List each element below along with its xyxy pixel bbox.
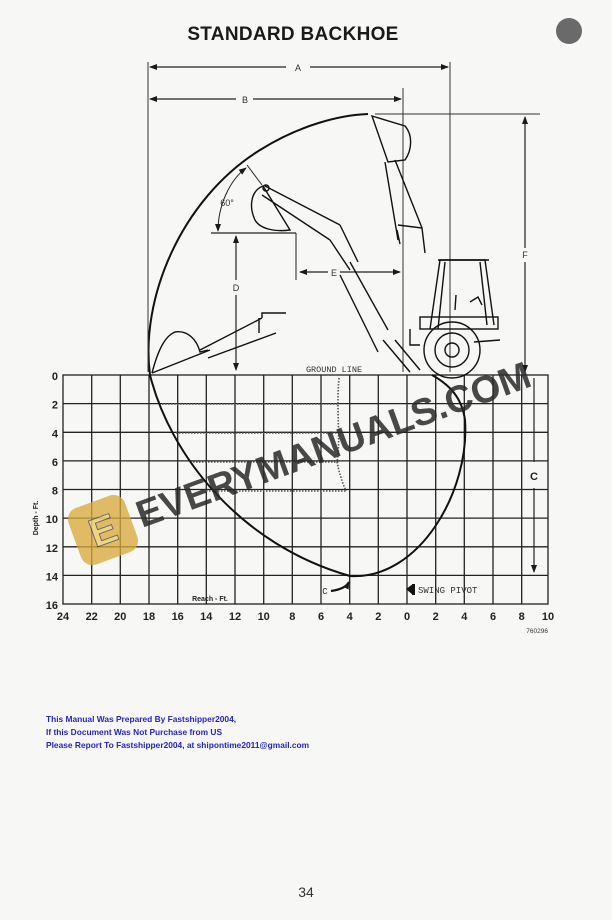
svg-text:8: 8 — [52, 486, 58, 498]
svg-text:14: 14 — [46, 571, 59, 583]
svg-text:16: 16 — [46, 600, 58, 612]
svg-text:6: 6 — [52, 457, 58, 469]
tractor — [409, 259, 501, 379]
watermark-text: EVERYMANUALS.COM — [131, 355, 537, 537]
dim-label-a: A — [295, 63, 301, 73]
notice-line-1: This Manual Was Prepared By Fastshipper2… — [46, 714, 237, 724]
svg-text:4: 4 — [461, 611, 468, 623]
y-axis-ticks: 0 2 4 6 8 10 12 14 16 — [46, 371, 59, 612]
binder-hole-dot — [556, 18, 582, 44]
svg-text:20: 20 — [114, 611, 126, 623]
svg-text:0: 0 — [52, 371, 58, 383]
svg-text:18: 18 — [143, 611, 155, 623]
dim-label-f: F — [522, 250, 528, 260]
svg-text:2: 2 — [52, 400, 58, 412]
dim-label-d: D — [233, 283, 240, 293]
y-axis-label: Depth - Ft. — [33, 501, 40, 536]
dim-label-b: B — [242, 95, 248, 105]
boom-lowered — [151, 312, 286, 374]
swing-pivot-label: SWING PIVOT — [418, 586, 478, 596]
svg-text:6: 6 — [318, 611, 324, 623]
notice-line-3: Please Report To Fastshipper2004, at shi… — [46, 740, 310, 750]
svg-text:10: 10 — [46, 514, 58, 526]
svg-text:4: 4 — [52, 428, 59, 440]
notice-line-2: If this Document Was Not Purchase from U… — [46, 727, 223, 737]
svg-text:12: 12 — [229, 611, 241, 623]
dim-label-e: E — [331, 268, 337, 278]
svg-text:16: 16 — [172, 611, 184, 623]
page-title: STANDARD BACKHOE — [187, 24, 399, 45]
svg-text:8: 8 — [289, 611, 295, 623]
watermark-logo — [67, 494, 139, 566]
x-axis-ticks: 24 22 20 18 16 14 12 10 8 6 4 2 0 2 4 6 … — [57, 611, 554, 623]
svg-text:10: 10 — [258, 611, 270, 623]
ground-line-label: GROUND LINE — [306, 365, 362, 375]
dig-envelope-curve — [149, 374, 467, 578]
svg-text:2: 2 — [375, 611, 381, 623]
reach-envelope-curve — [147, 113, 369, 376]
reach-depth-grid — [62, 374, 549, 605]
figure-id: 760296 — [526, 628, 548, 635]
svg-text:6: 6 — [490, 611, 496, 623]
svg-text:12: 12 — [46, 543, 58, 555]
svg-text:2: 2 — [433, 611, 439, 623]
page-number: 34 — [298, 884, 314, 900]
svg-text:14: 14 — [200, 611, 213, 623]
svg-text:8: 8 — [519, 611, 525, 623]
boom-raised — [370, 114, 426, 373]
distribution-notice: This Manual Was Prepared By Fastshipper2… — [46, 713, 309, 752]
boom-mid — [250, 184, 389, 353]
svg-text:4: 4 — [347, 611, 354, 623]
svg-text:22: 22 — [86, 611, 98, 623]
svg-text:10: 10 — [542, 611, 554, 623]
svg-text:0: 0 — [404, 611, 410, 623]
x-axis-label: Reach - Ft. — [192, 596, 228, 603]
svg-text:24: 24 — [57, 611, 70, 623]
dim-label-c: C — [530, 471, 538, 483]
angle-label: 60° — [220, 198, 234, 208]
dim-label-c-curve: C — [322, 587, 328, 597]
